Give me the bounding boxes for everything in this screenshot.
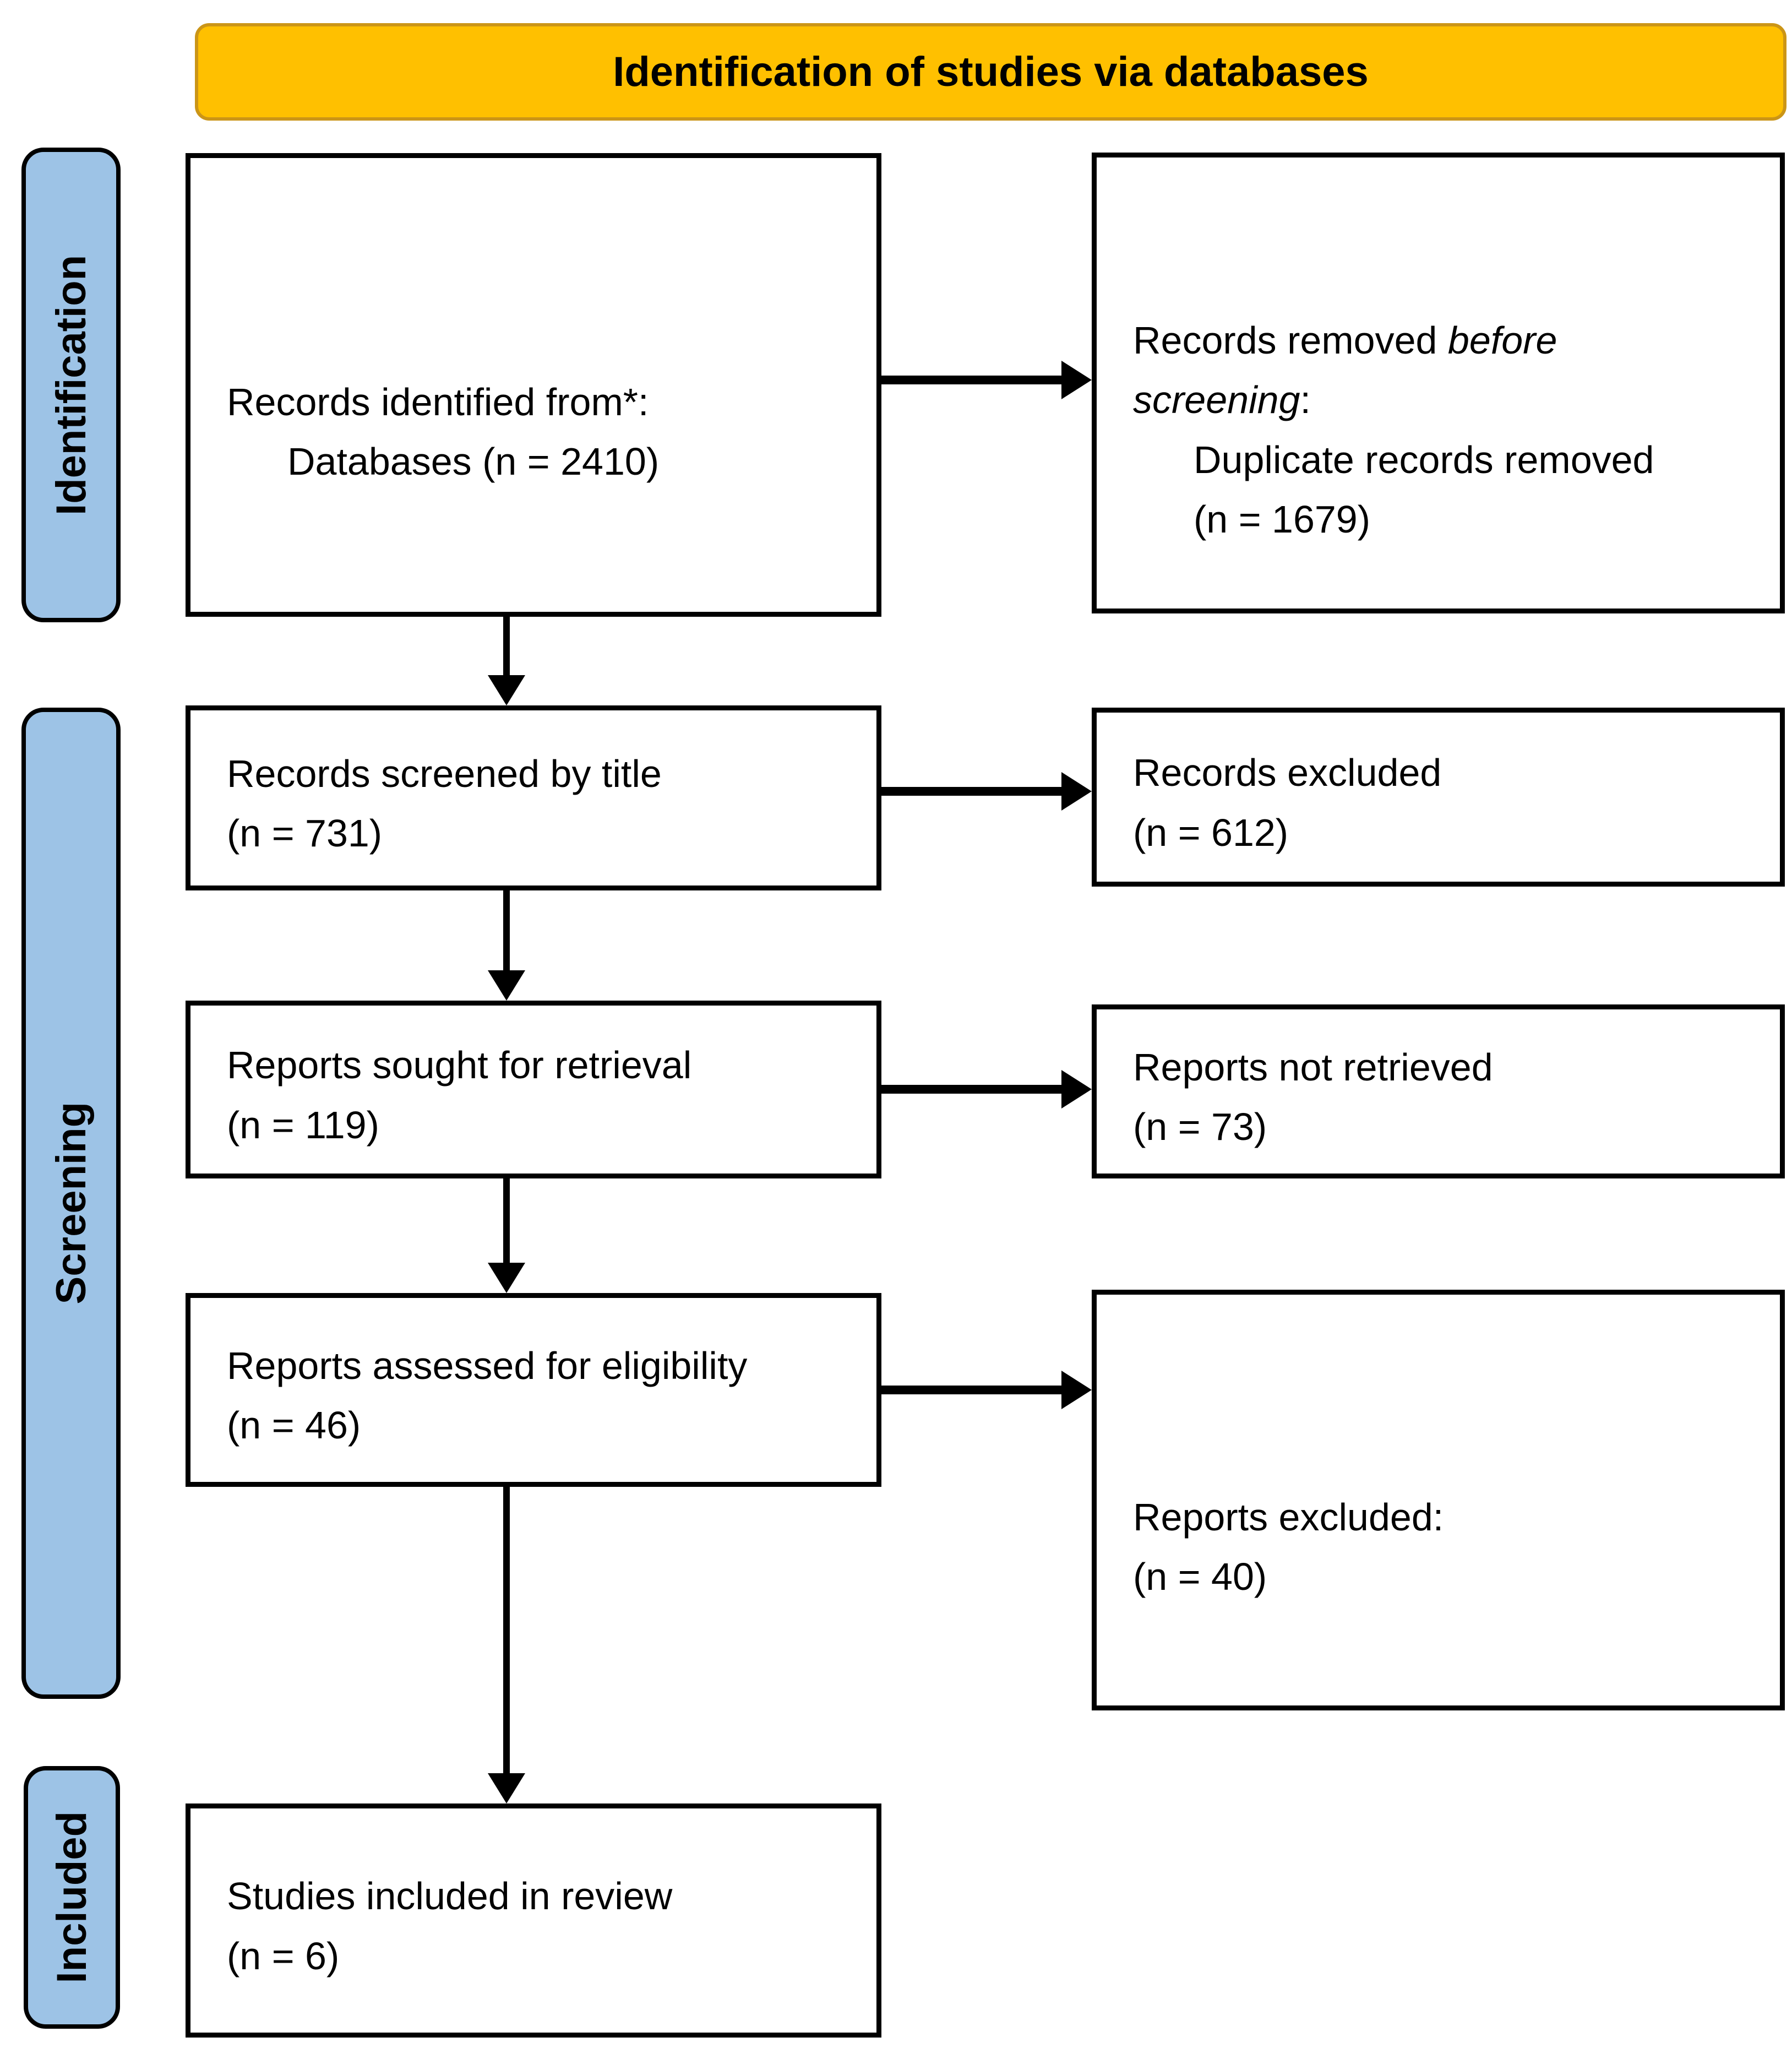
diagram-header: Identification of studies via databases (195, 23, 1786, 121)
records-removed-text: Records removed (1133, 318, 1448, 362)
diagram-header-label: Identification of studies via databases (613, 48, 1369, 95)
arrow-head (488, 970, 525, 1001)
box-records-removed: Records removed before screening: Duplic… (1092, 153, 1785, 613)
box-reports-assessed-line1: Reports assessed for eligibility (227, 1344, 748, 1387)
box-records-screened: Records screened by title (n = 731) (186, 705, 881, 890)
records-removed-colon: : (1300, 378, 1311, 421)
stage-screening: Screening (21, 708, 121, 1699)
box-reports-assessed: Reports assessed for eligibility (n = 46… (186, 1293, 881, 1487)
stage-included: Included (24, 1766, 120, 2029)
stage-identification: Identification (21, 148, 121, 622)
box-records-removed-line2: screening: (1133, 370, 1758, 430)
arrow-head (488, 675, 525, 705)
box-records-excluded: Records excluded (n = 612) (1092, 708, 1785, 887)
box-studies-included-line2: (n = 6) (227, 1934, 340, 1978)
arrow-line (503, 617, 510, 678)
box-records-identified-line1: Records identified from*: (227, 380, 649, 423)
stage-screening-label: Screening (47, 1102, 95, 1305)
arrow-line (503, 1178, 510, 1265)
stage-identification-label: Identification (47, 254, 95, 515)
arrow-line (503, 1487, 510, 1776)
arrow-line (881, 1386, 1061, 1394)
box-studies-included: Studies included in review (n = 6) (186, 1803, 881, 2038)
box-reports-excluded-line1: Reports excluded: (1133, 1495, 1444, 1539)
box-records-identified-line2: Databases (n = 2410) (287, 440, 660, 483)
box-records-excluded-line1: Records excluded (1133, 751, 1442, 794)
box-records-removed-line3: Duplicate records removed (1194, 438, 1654, 481)
arrow-head (488, 1263, 525, 1293)
arrow-head (1061, 361, 1092, 399)
arrow-head (1061, 772, 1092, 811)
box-reports-not-retrieved: Reports not retrieved (n = 73) (1092, 1004, 1785, 1178)
box-reports-assessed-line2: (n = 46) (227, 1404, 361, 1447)
arrow-head (488, 1773, 525, 1803)
arrow-line (881, 376, 1061, 384)
box-reports-sought: Reports sought for retrieval (n = 119) (186, 1001, 881, 1178)
box-reports-excluded-line2: (n = 40) (1133, 1555, 1267, 1598)
records-removed-italic-screening: screening (1133, 378, 1300, 421)
box-reports-sought-line1: Reports sought for retrieval (227, 1044, 692, 1087)
box-records-screened-line1: Records screened by title (227, 752, 662, 795)
arrow-head (1061, 1070, 1092, 1109)
arrow-line (881, 1085, 1061, 1094)
arrow-line (881, 787, 1061, 796)
arrow-head (1061, 1371, 1092, 1409)
records-removed-italic-before: before (1447, 318, 1557, 362)
box-records-identified: Records identified from*: Databases (n =… (186, 153, 881, 617)
stage-included-label: Included (48, 1811, 95, 1984)
arrow-line (503, 890, 510, 973)
box-records-removed-line1: Records removed before (1133, 311, 1758, 371)
box-reports-not-retrieved-line1: Reports not retrieved (1133, 1045, 1493, 1089)
box-records-screened-line2: (n = 731) (227, 812, 383, 855)
box-records-removed-line4: (n = 1679) (1194, 498, 1371, 541)
box-records-excluded-line2: (n = 612) (1133, 811, 1289, 854)
box-reports-sought-line2: (n = 119) (227, 1103, 379, 1147)
box-studies-included-line1: Studies included in review (227, 1875, 673, 1917)
box-reports-excluded: Reports excluded: (n = 40) (1092, 1290, 1785, 1710)
box-reports-not-retrieved-line2: (n = 73) (1133, 1105, 1267, 1148)
